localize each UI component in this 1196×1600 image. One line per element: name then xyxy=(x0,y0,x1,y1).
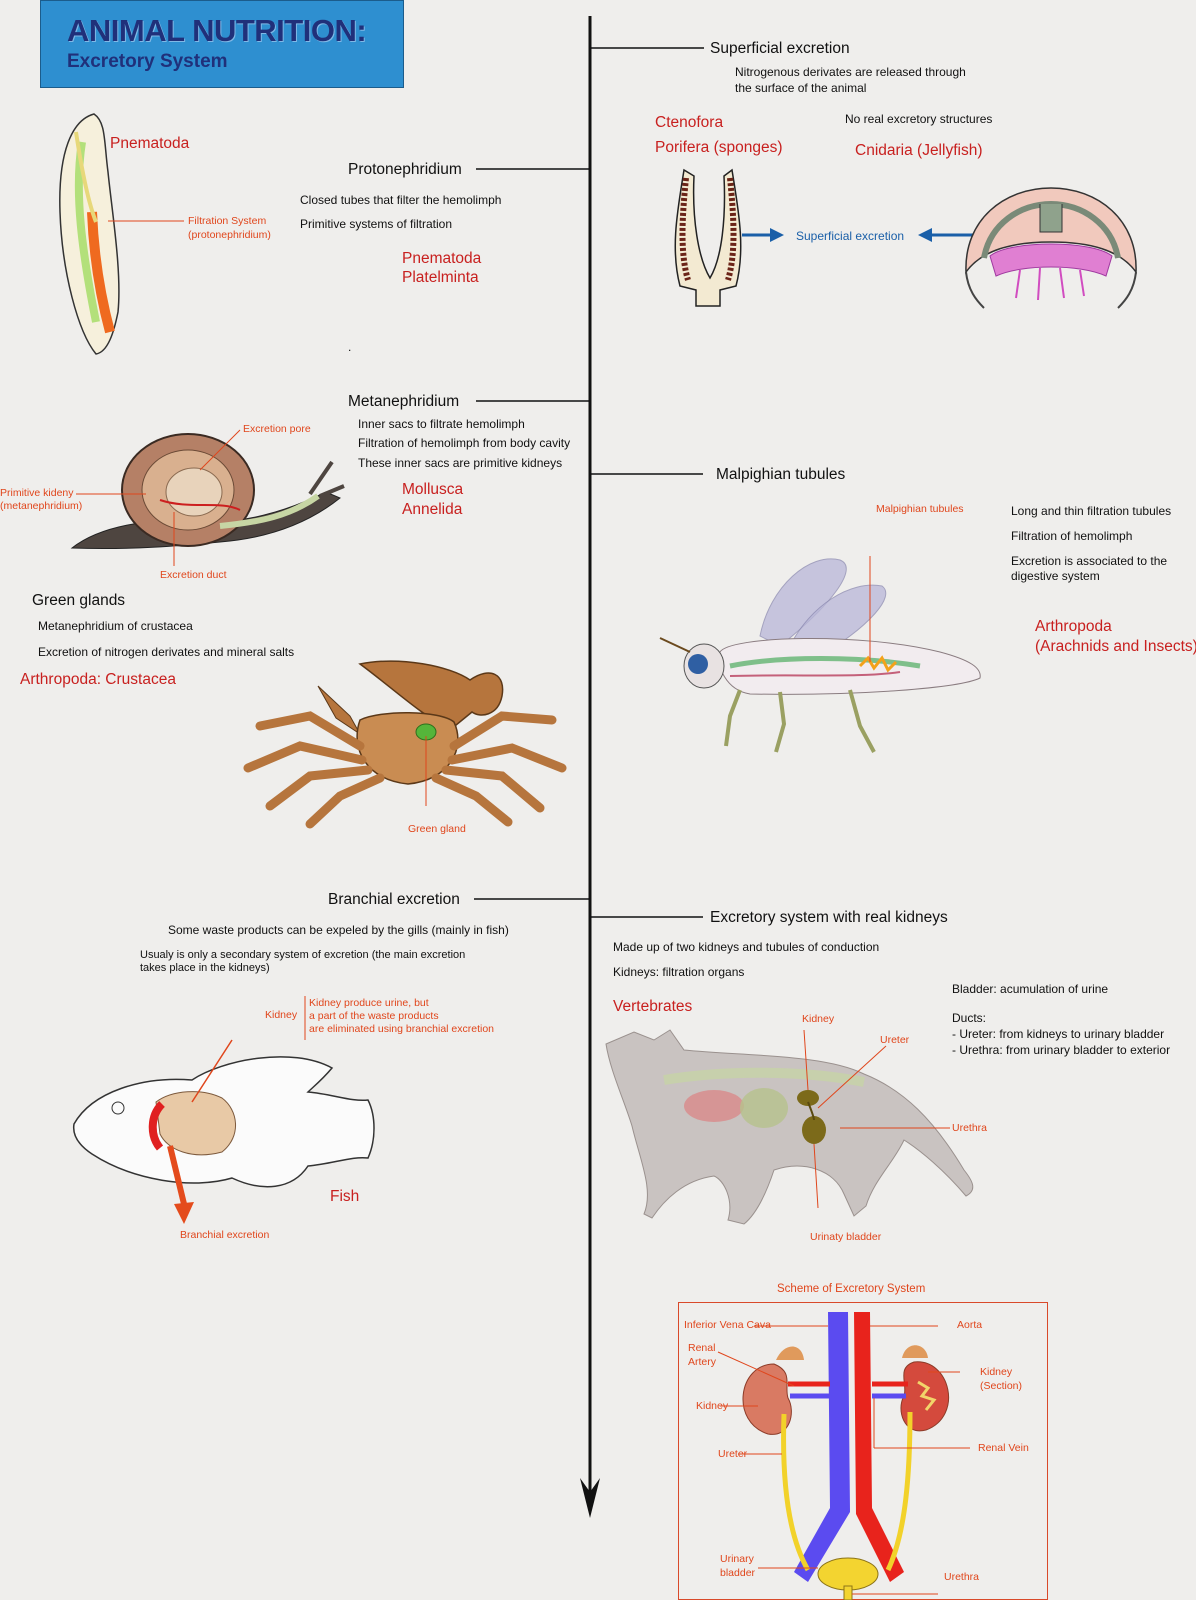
group-vertebrates: Vertebrates xyxy=(613,998,693,1015)
group-arachnids-insects: (Arachnids and Insects) xyxy=(1035,638,1196,655)
kidneys-desc-1: Made up of two kidneys and tubules of co… xyxy=(613,940,880,954)
group-ctenofora: Ctenofora xyxy=(655,114,724,131)
snail-label-lines xyxy=(76,429,241,566)
metanephridium-desc-2: Filtration of hemolimph from body cavity xyxy=(358,436,571,450)
branchial-desc-2: Usualy is only a secondary system of exc… xyxy=(140,949,466,961)
title-box: ANIMAL NUTRITION: Excretory System xyxy=(40,0,404,88)
superficial-diagram-label: Superficial excretion xyxy=(796,229,905,243)
branchial-desc-1: Some waste products can be expeled by th… xyxy=(168,923,509,937)
branchial-desc-3: takes place in the kidneys) xyxy=(140,962,270,974)
stray-dot: . xyxy=(348,340,352,354)
crab-illustration xyxy=(243,660,567,829)
malpighian-desc-3: Excretion is associated to the xyxy=(1011,554,1168,568)
fish-note-1: Kidney produce urine, but xyxy=(309,997,429,1009)
group-mollusca: Mollusca xyxy=(402,481,464,498)
group-pnematoda: Pnematoda xyxy=(402,250,482,267)
scheme-renal-vein-label: Renal Vein xyxy=(978,1442,1029,1454)
worm-title: Pnematoda xyxy=(110,135,190,152)
metanephridium-heading: Metanephridium xyxy=(348,393,460,410)
cat-ureter-label: Ureter xyxy=(880,1034,910,1046)
scheme-title: Scheme of Excretory System xyxy=(777,1283,926,1295)
crab-label: Green gland xyxy=(408,823,466,835)
scheme-illustration xyxy=(717,1312,970,1600)
cat-urethra-label: Urethra xyxy=(952,1122,988,1134)
snail-kidney-label-2: (metanephridium) xyxy=(0,500,83,512)
scheme-urethra-label: Urethra xyxy=(944,1571,980,1583)
malpighian-desc-2: Filtration of hemolimph xyxy=(1011,529,1133,543)
arrow-right-icon xyxy=(742,228,784,242)
insect-illustration xyxy=(659,556,981,753)
worm-label-2: (protonephridium) xyxy=(188,229,271,241)
malpighian-desc-4: digestive system xyxy=(1011,569,1100,583)
group-porifera: Porifera (sponges) xyxy=(655,139,783,156)
fish-note-2: a part of the waste products xyxy=(309,1010,439,1022)
group-fish: Fish xyxy=(330,1188,360,1205)
kidneys-heading: Excretory system with real kidneys xyxy=(710,909,948,926)
kidneys-ducts-1: Ducts: xyxy=(952,1011,987,1025)
metanephridium-desc-3: These inner sacs are primitive kidneys xyxy=(358,456,563,470)
fish-illustration xyxy=(72,1039,375,1224)
scheme-ureter-label: Ureter xyxy=(718,1448,748,1460)
scheme-kidney-label: Kidney xyxy=(696,1400,729,1412)
page-title: ANIMAL NUTRITION: xyxy=(67,13,367,48)
scheme-renal-artery-1: Renal xyxy=(688,1342,716,1354)
malpighian-desc-1: Long and thin filtration tubules xyxy=(1011,504,1172,518)
protonephridium-desc-1: Closed tubes that filter the hemolimph xyxy=(300,193,502,207)
jellyfish-illustration xyxy=(965,187,1137,309)
scheme-renal-artery-2: Artery xyxy=(688,1356,717,1368)
snail-pore-label: Excretion pore xyxy=(243,423,311,435)
group-annelida: Annelida xyxy=(402,501,463,518)
fish-note-bracket xyxy=(304,996,306,1040)
cat-illustration xyxy=(605,1029,974,1225)
group-cnidaria: Cnidaria (Jellyfish) xyxy=(855,142,983,159)
cat-bladder-label: Urinaty bladder xyxy=(810,1231,882,1243)
group-crustacea: Arthropoda: Crustacea xyxy=(20,671,176,688)
snail-kidney-label-1: Primitive kideny xyxy=(0,487,74,499)
worm-label-line xyxy=(108,220,184,222)
fish-note-3: are eliminated using branchial excretion xyxy=(309,1023,495,1035)
green-glands-desc-1: Metanephridium of crustacea xyxy=(38,619,193,633)
green-glands-heading: Green glands xyxy=(32,592,126,609)
kidneys-ducts-2: - Ureter: from kidneys to urinary bladde… xyxy=(952,1027,1165,1041)
nematode-illustration xyxy=(59,113,120,355)
superficial-desc-1: Nitrogenous derivates are released throu… xyxy=(735,65,966,79)
malpighian-heading: Malpighian tubules xyxy=(716,466,846,483)
group-platelminta: Platelminta xyxy=(402,269,479,286)
scheme-bladder-2: bladder xyxy=(720,1567,756,1579)
superficial-note: No real excretory structures xyxy=(845,112,993,126)
malpighian-label: Malpighian tubules xyxy=(876,503,964,515)
sponge-illustration xyxy=(674,168,742,307)
scheme-ivc-label: Inferior Vena Cava xyxy=(684,1319,771,1331)
scheme-kidney-section-1: Kidney xyxy=(980,1366,1013,1378)
kidneys-ducts-3: - Urethra: from urinary bladder to exter… xyxy=(952,1043,1171,1057)
snail-illustration xyxy=(70,433,345,550)
worm-label-1: Filtration System xyxy=(188,215,267,227)
superficial-desc-2: the surface of the animal xyxy=(735,81,867,95)
fish-arrow-label: Branchial excretion xyxy=(180,1229,270,1241)
cat-kidney-label: Kidney xyxy=(802,1013,835,1025)
branchial-heading: Branchial excretion xyxy=(328,891,460,908)
fish-kidney-label: Kidney xyxy=(265,1009,298,1021)
kidneys-desc-2: Kidneys: filtration organs xyxy=(613,965,745,979)
scheme-kidney-section-2: (Section) xyxy=(980,1380,1023,1392)
superficial-heading: Superficial excretion xyxy=(710,40,850,57)
scheme-bladder-1: Urinary xyxy=(720,1553,754,1565)
snail-duct-label: Excretion duct xyxy=(160,569,227,581)
kidneys-bladder-desc: Bladder: acumulation of urine xyxy=(952,982,1109,996)
group-arthropoda: Arthropoda xyxy=(1035,618,1112,635)
protonephridium-desc-2: Primitive systems of filtration xyxy=(300,217,453,231)
metanephridium-desc-1: Inner sacs to filtrate hemolimph xyxy=(358,417,525,431)
page-subtitle: Excretory System xyxy=(67,51,228,72)
green-glands-desc-2: Excretion of nitrogen derivates and mine… xyxy=(38,645,295,659)
arrow-left-icon xyxy=(918,228,974,242)
scheme-aorta-label: Aorta xyxy=(957,1319,983,1331)
protonephridium-heading: Protonephridium xyxy=(348,161,462,178)
